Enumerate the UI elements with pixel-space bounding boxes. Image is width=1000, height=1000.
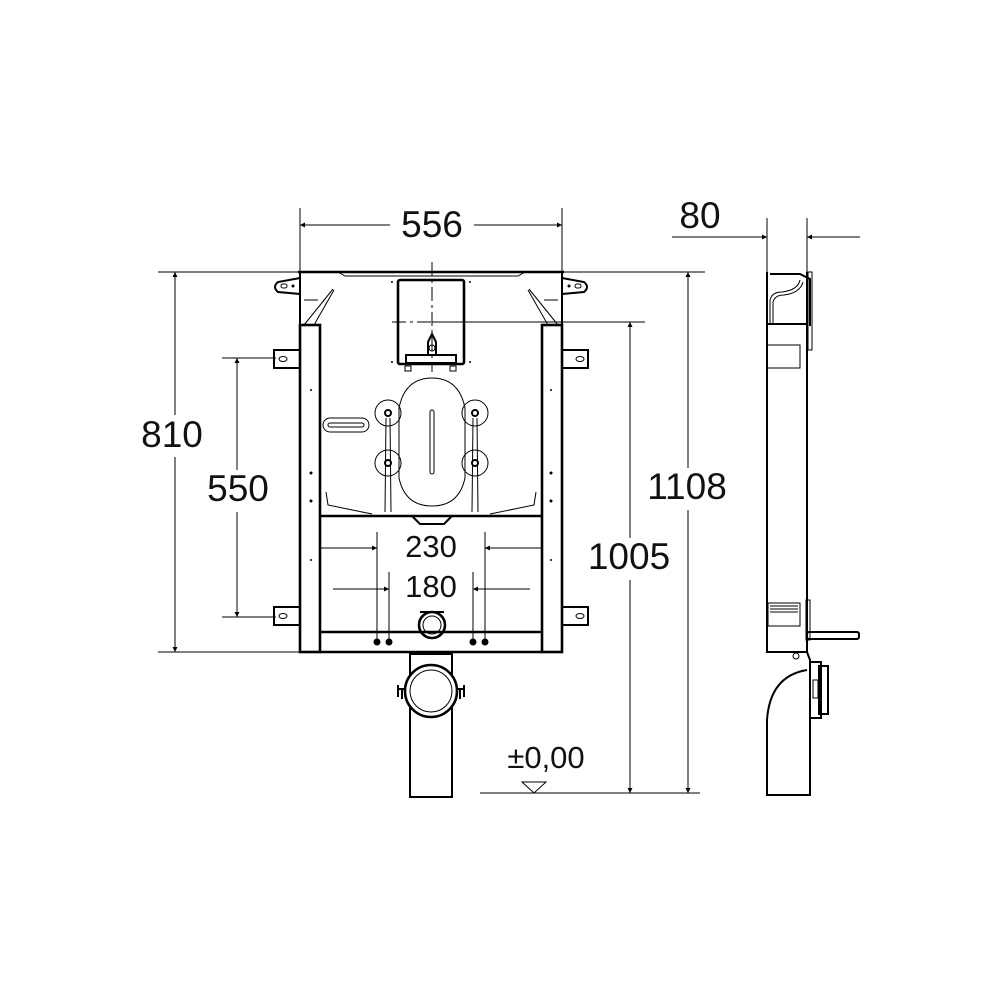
actuating-rod [806, 631, 860, 640]
dimension-depth-80: 80 [672, 195, 860, 272]
top-right-bracket [561, 277, 588, 295]
dim-label-810: 810 [141, 414, 203, 455]
wc-mounting-studs [374, 399, 489, 513]
drain-pipe-front [397, 653, 465, 798]
dim-label-1005: 1005 [588, 536, 670, 577]
dimension-550: 550 [205, 357, 276, 618]
left-lower-lug [273, 606, 301, 626]
dim-label-550: 550 [207, 468, 269, 509]
floor-level-label: ±0,00 [507, 740, 584, 775]
dimension-180: 180 [333, 569, 530, 640]
right-upper-lug [561, 349, 589, 369]
dimension-width-556: 556 [299, 204, 563, 272]
dim-label-180: 180 [405, 569, 457, 604]
top-left-bracket [274, 277, 301, 295]
dim-label-80: 80 [679, 195, 720, 236]
front-view-frame [273, 270, 589, 654]
dim-label-230: 230 [405, 529, 457, 564]
dimension-230: 230 [320, 529, 542, 640]
right-lower-lug [561, 606, 589, 626]
side-view [766, 271, 860, 796]
dimension-height-810: 810 [140, 271, 300, 653]
dim-label-556: 556 [401, 204, 463, 245]
floor-level-marker: ±0,00 [480, 740, 700, 794]
service-opening [398, 377, 466, 507]
dim-label-1108: 1108 [647, 466, 727, 507]
dimension-1108: 1108 [562, 271, 733, 793]
dimension-1005: 1005 [432, 321, 675, 793]
left-upper-lug [273, 349, 301, 369]
